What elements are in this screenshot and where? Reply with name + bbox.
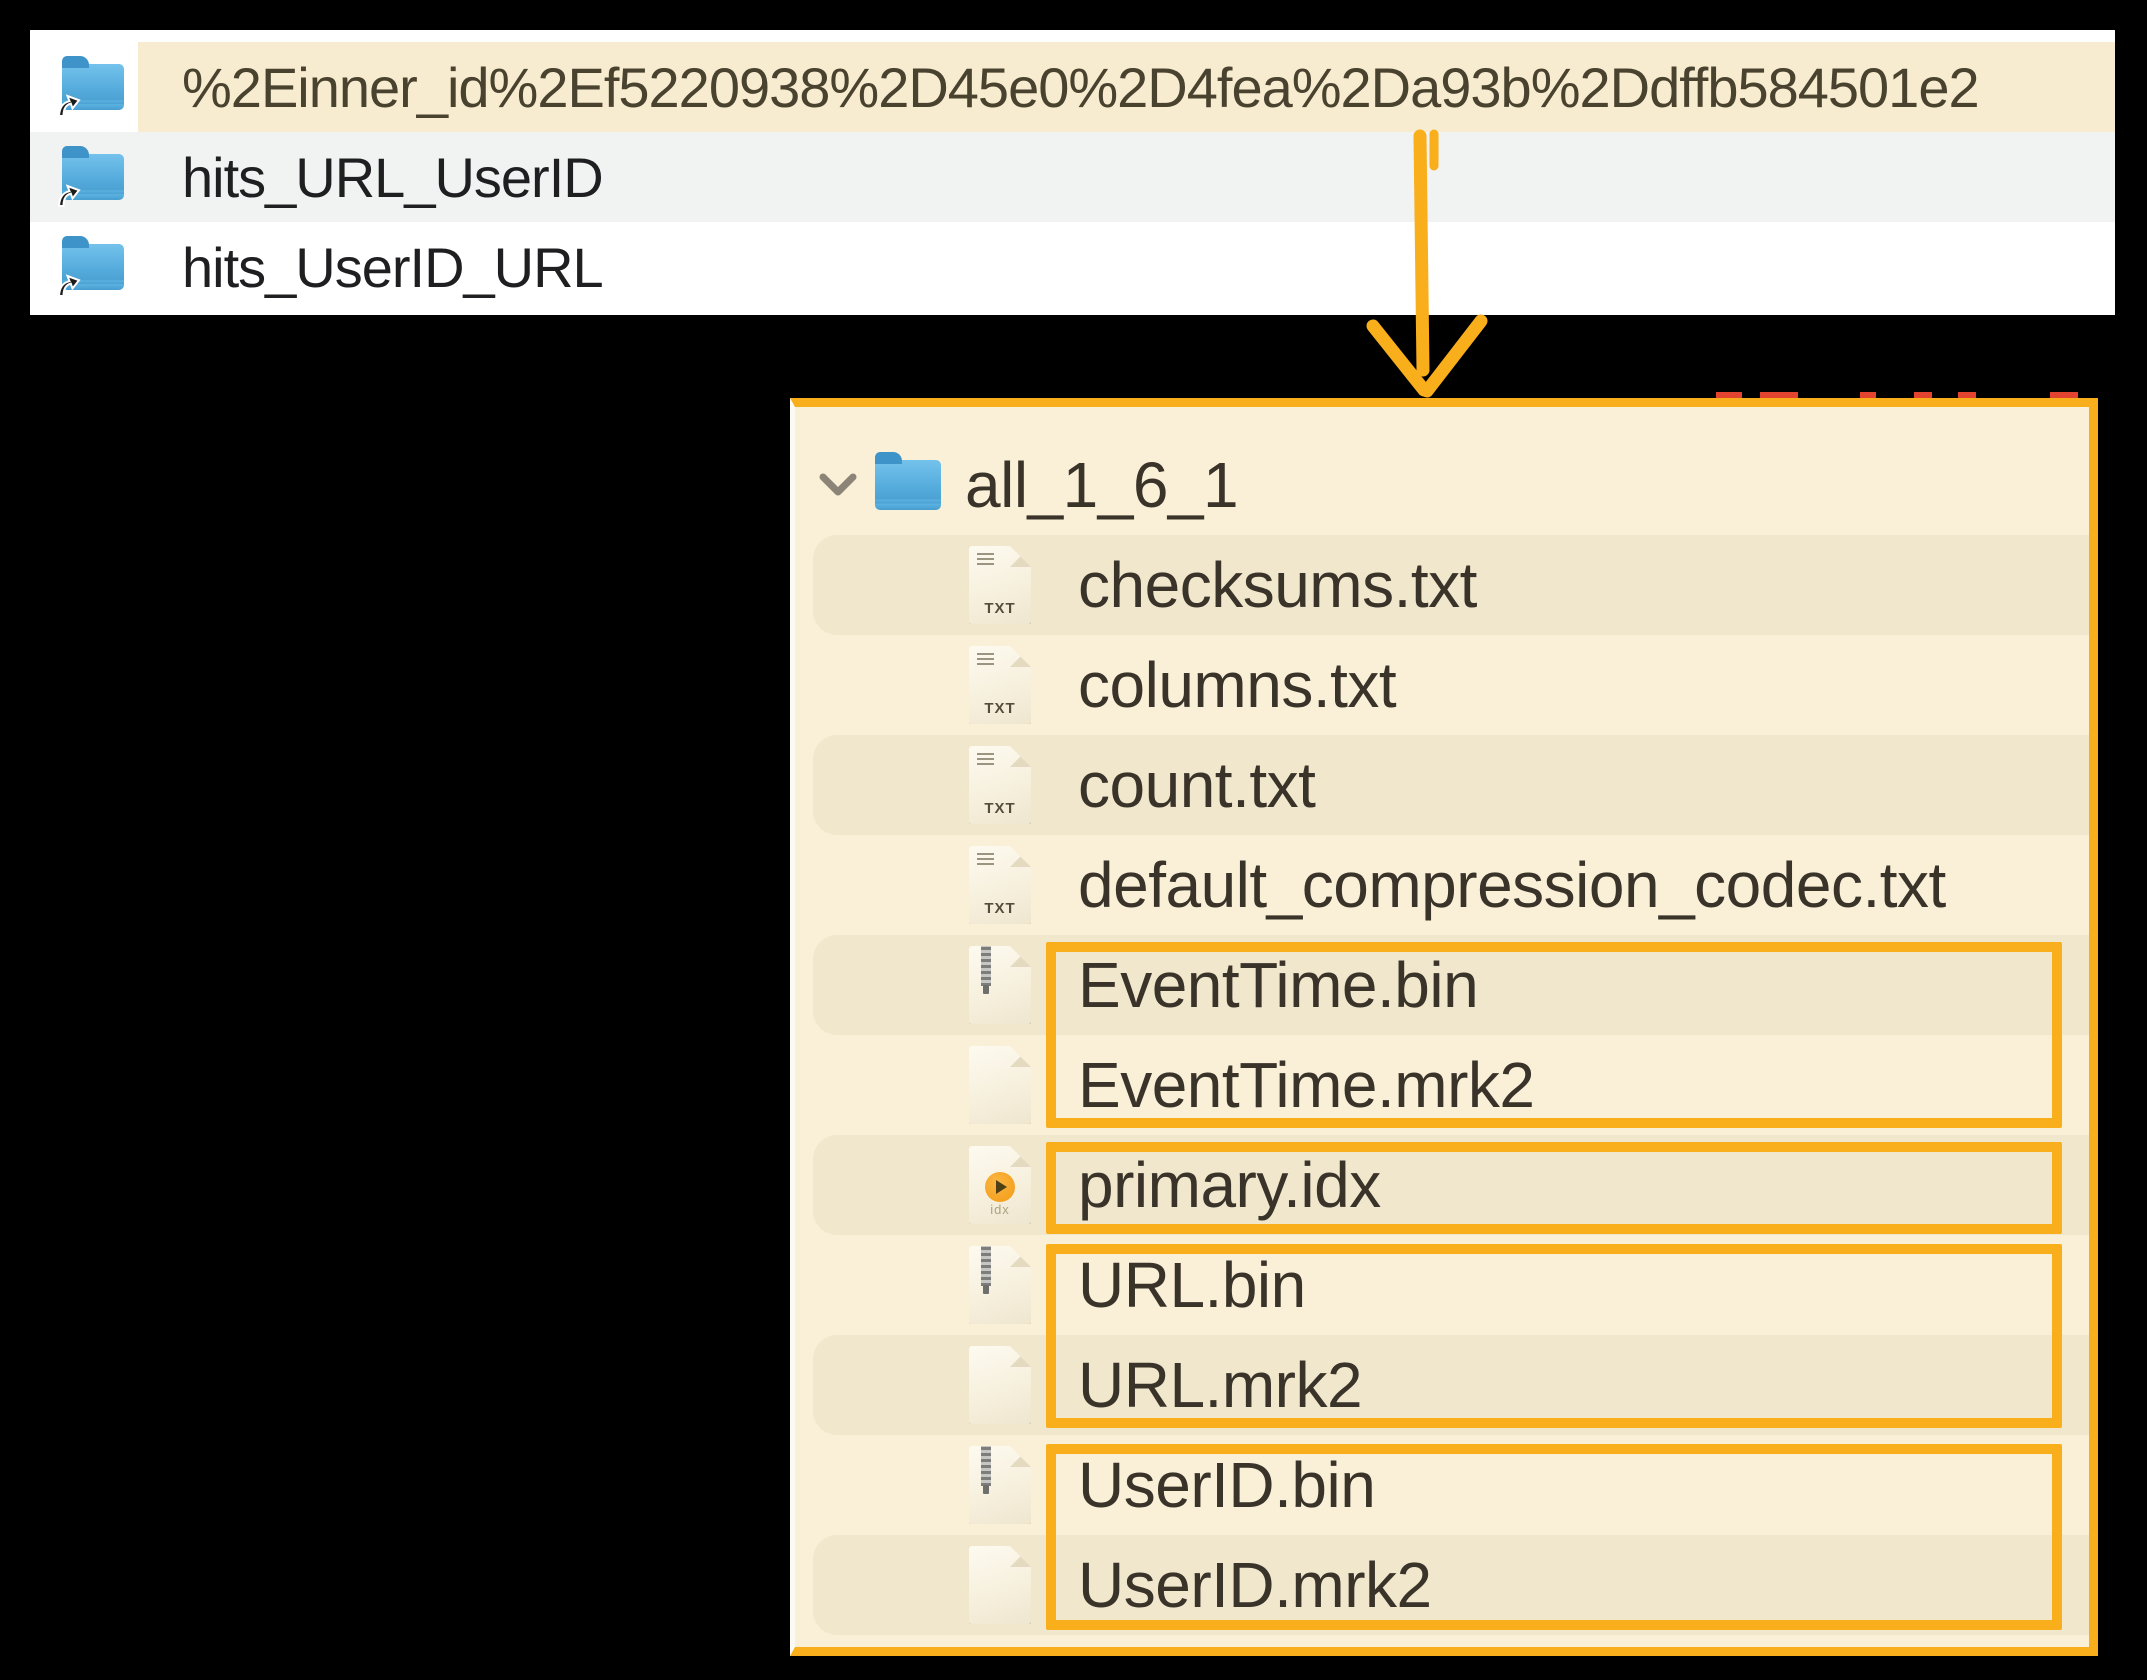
file-name: URL.mrk2: [1078, 1349, 1363, 1421]
part-contents-panel: all_1_6_1 TXT checksums.txt TXT columns.…: [790, 398, 2098, 1656]
txt-file-icon: TXT: [969, 846, 1031, 924]
folder-name: hits_UserID_URL: [182, 235, 604, 299]
folder-icon: [875, 452, 941, 510]
tree-row-file[interactable]: URL.bin: [795, 1235, 2089, 1335]
file-name: checksums.txt: [1078, 549, 1477, 621]
bin-file-icon: [969, 946, 1031, 1024]
alias-arrow-icon: [57, 274, 81, 297]
tree-row-file[interactable]: EventTime.mrk2: [795, 1035, 2089, 1135]
annotation-box-url: [1046, 1244, 2062, 1428]
file-name: count.txt: [1078, 749, 1316, 821]
finder-folders-panel: %2Einner_id%2Ef5220938%2D45e0%2D4fea%2Da…: [30, 30, 2115, 315]
annotation-red-dash: [2050, 392, 2078, 399]
annotation-red-dash: [1760, 392, 1798, 399]
file-name: URL.bin: [1078, 1249, 1306, 1321]
file-name: EventTime.mrk2: [1078, 1049, 1535, 1121]
txt-file-icon: TXT: [969, 646, 1031, 724]
blank-file-icon: [969, 1546, 1031, 1624]
idx-file-icon: idx: [969, 1146, 1031, 1224]
tree-row-file[interactable]: UserID.mrk2: [795, 1535, 2089, 1635]
file-name: columns.txt: [1078, 649, 1397, 721]
blank-file-icon: [969, 1346, 1031, 1424]
annotation-box-primary-idx: [1046, 1142, 2062, 1234]
file-name: default_compression_codec.txt: [1078, 849, 1946, 921]
folder-alias-icon: [57, 236, 124, 297]
tree-row-folder[interactable]: all_1_6_1: [795, 435, 2089, 535]
finder-row-hits-url-userid[interactable]: hits_URL_UserID: [30, 132, 2115, 222]
folder-name: %2Einner_id%2Ef5220938%2D45e0%2D4fea%2Da…: [182, 55, 1980, 119]
finder-row-inner-id[interactable]: %2Einner_id%2Ef5220938%2D45e0%2D4fea%2Da…: [30, 42, 2115, 132]
folder-alias-icon: [57, 146, 124, 207]
file-name: EventTime.bin: [1078, 949, 1479, 1021]
row-text-area: hits_UserID_URL: [138, 222, 2115, 312]
annotation-red-dash: [1716, 392, 1742, 399]
annotation-red-dash: [1860, 392, 1876, 399]
file-name: UserID.bin: [1078, 1449, 1376, 1521]
alias-arrow-icon: [57, 94, 81, 117]
bin-file-icon: [969, 1446, 1031, 1524]
file-name: UserID.mrk2: [1078, 1549, 1432, 1621]
tree-row-file[interactable]: TXT columns.txt: [795, 635, 2089, 735]
tree-row-file[interactable]: UserID.bin: [795, 1435, 2089, 1535]
txt-file-icon: TXT: [969, 746, 1031, 824]
txt-file-icon: TXT: [969, 546, 1031, 624]
file-name: primary.idx: [1078, 1149, 1381, 1221]
bin-file-icon: [969, 1246, 1031, 1324]
row-text-area: hits_URL_UserID: [138, 132, 2115, 222]
finder-row-hits-userid-url[interactable]: hits_UserID_URL: [30, 222, 2115, 312]
tree-row-file[interactable]: TXT default_compression_codec.txt: [795, 835, 2089, 935]
annotation-red-dash: [1914, 392, 1932, 399]
row-highlight: %2Einner_id%2Ef5220938%2D45e0%2D4fea%2Da…: [138, 42, 2115, 132]
folder-name: hits_URL_UserID: [182, 145, 604, 209]
folder-alias-icon: [57, 56, 124, 117]
annotation-red-dash: [1958, 392, 1976, 399]
blank-file-icon: [969, 1046, 1031, 1124]
chevron-down-icon[interactable]: [817, 473, 859, 497]
alias-arrow-icon: [57, 184, 81, 207]
part-folder-name: all_1_6_1: [965, 449, 1239, 521]
annotation-box-userid: [1046, 1444, 2062, 1630]
annotation-box-eventtime: [1046, 942, 2062, 1128]
tree-row-file[interactable]: TXT count.txt: [795, 735, 2089, 835]
tree-row-file[interactable]: TXT checksums.txt: [795, 535, 2089, 635]
